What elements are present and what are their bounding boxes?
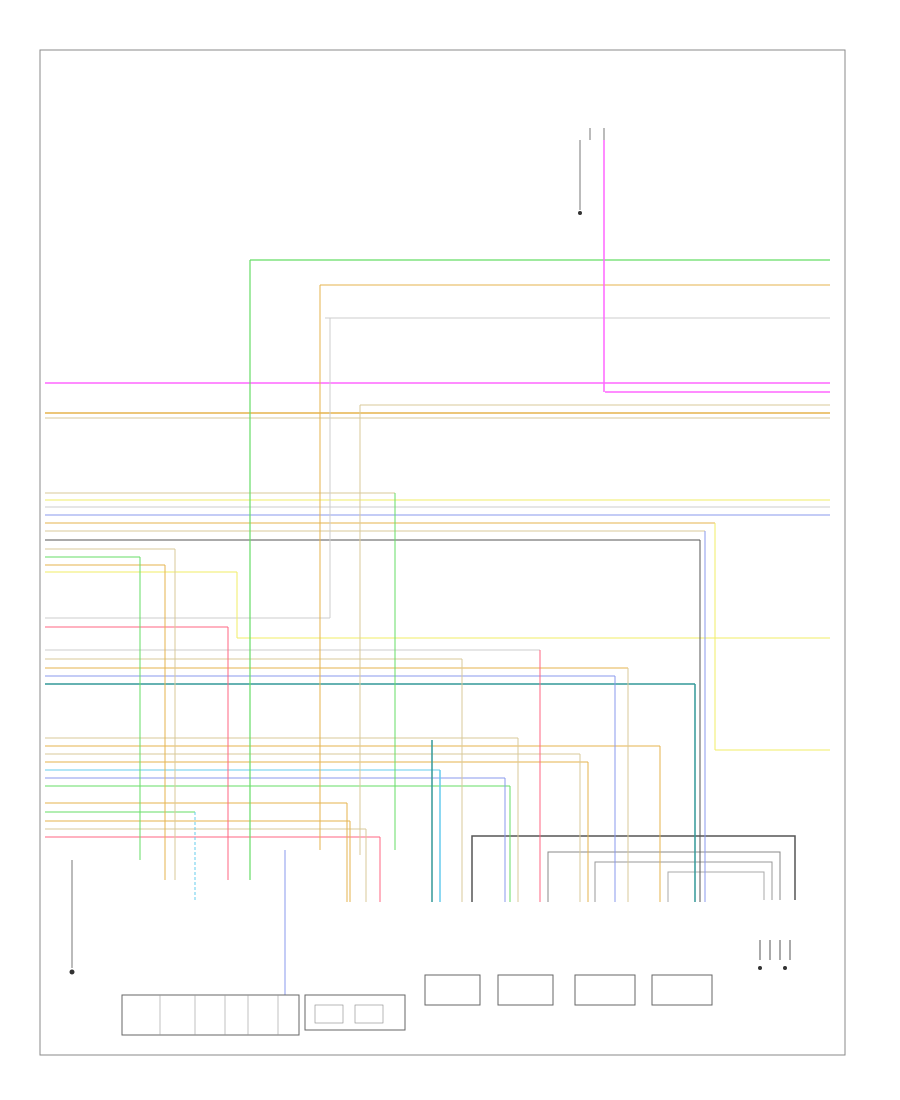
horizontal-wires [45,259,830,902]
instrument-cluster [304,994,406,1031]
fuel-injector-3 [574,974,636,1006]
fuel-injector-1 [424,974,481,1006]
ground-left [69,860,75,975]
fuel-injector-4 [651,974,713,1006]
wire-dark-bus [471,835,796,902]
wire-gray-bus-1 [547,851,781,902]
pcm-box [121,994,300,1036]
top-connector [578,128,605,215]
diagram-frame [39,49,846,1056]
ground-right [758,940,791,970]
top-ground-icon [578,211,582,215]
ground-right-icon-2 [783,966,787,970]
pcm-module [121,994,300,1036]
fuel-injector-1-box [424,974,481,1006]
ground-right-icon [758,966,762,970]
fuel-injector-2-box [497,974,554,1006]
fuel-injector-3-box [574,974,636,1006]
fuel-injector-4-box [651,974,713,1006]
fuel-injector-2 [497,974,554,1006]
vertical-wires [139,140,716,995]
wire-gray-bus-2 [594,861,773,902]
ground-left-icon [69,969,75,975]
wire-gray-bus-3 [667,871,765,902]
